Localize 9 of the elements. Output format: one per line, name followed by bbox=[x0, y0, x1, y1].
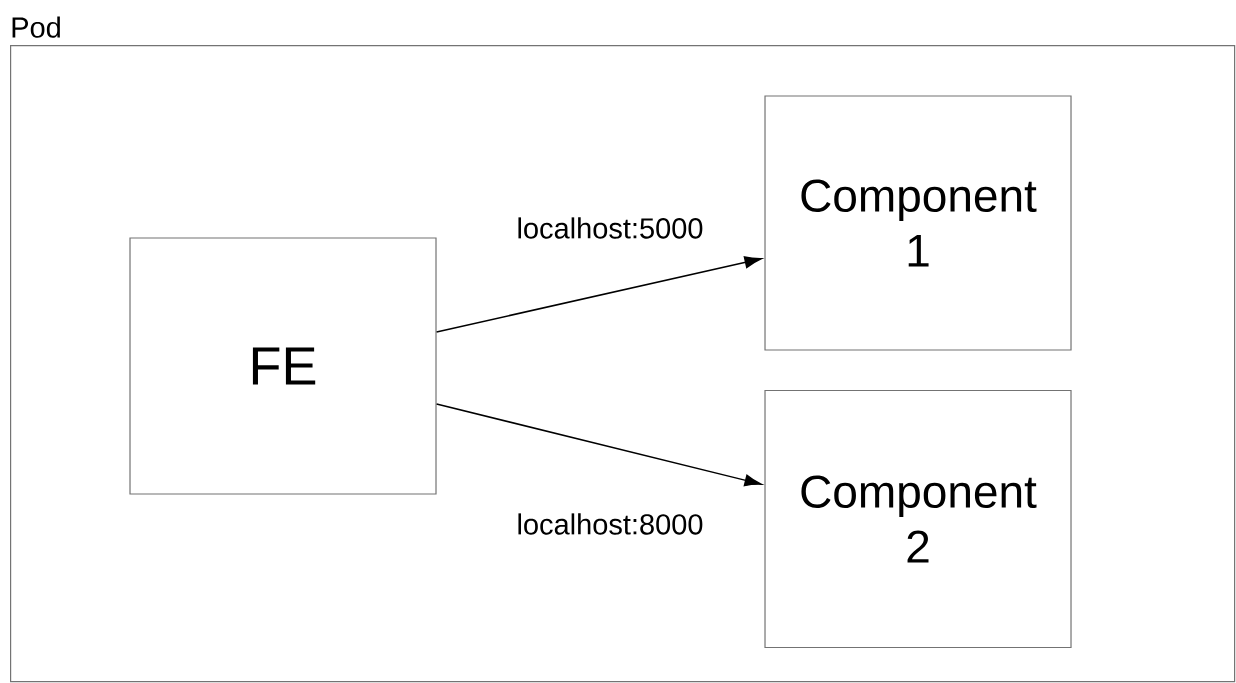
process-box: Component 1 bbox=[764, 95, 1072, 351]
process-box: FE bbox=[129, 237, 437, 495]
arrow bbox=[435, 256, 762, 333]
edge-label: localhost:8000 bbox=[515, 512, 705, 536]
edge-label: localhost:5000 bbox=[515, 216, 705, 240]
process-box: Component 2 bbox=[764, 389, 1072, 649]
arrow bbox=[435, 403, 762, 487]
container-box bbox=[10, 45, 1236, 683]
container-title: Pod bbox=[12, 16, 60, 38]
